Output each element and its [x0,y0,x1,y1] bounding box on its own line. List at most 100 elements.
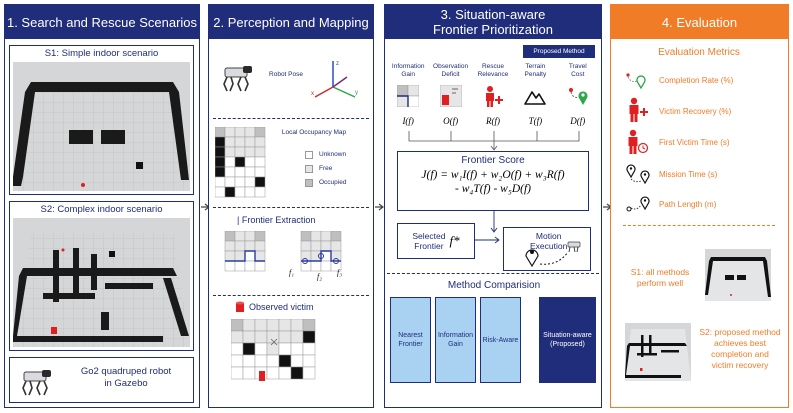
s2-result-thumbnail [625,323,691,381]
completion-route-icon [626,73,646,89]
panel-scenarios: 1. Search and Rescue Scenarios S1: Simpl… [4,4,200,408]
method-label-line2: Frontier [398,341,423,348]
observation-icon [439,84,462,108]
axis-x-label: x [311,91,314,97]
legend-label: Occupied [319,179,347,186]
factor-name-line1: Rescue [481,63,504,70]
victim-plus-icon [485,86,503,107]
factor-name-line1: Observation [433,63,469,70]
method-label-line1: Risk-Aware [482,336,519,344]
metric-path-length: Path Length (m) [659,200,717,209]
score-down-arrow [490,211,498,233]
info-grid-icon [396,84,420,108]
factor-name-line2: Relevance [477,71,509,78]
s2-result-line4: victim recovery [711,360,769,370]
factor-name-line2: Cost [571,71,585,78]
panel-evaluation: 4. Evaluation Evaluation Metrics Complet… [610,4,789,408]
axis-y-label: y [355,90,358,96]
legend-label: Unknown [319,151,347,158]
factor-name-line2: Gain [401,71,416,78]
panel-prioritization-title: 3. Situation-aware Frontier Prioritizati… [385,5,601,39]
factor-symbol: D(f) [570,116,586,126]
legend-swatch [305,179,313,187]
quadruped-robot-icon [22,370,51,396]
factor-observation-deficit: Observation Deficit O(f) [431,63,471,126]
selected-frontier-line2: Frontier [414,241,444,251]
observed-victim-header: Observed victim [235,301,314,313]
path-length-icon [626,196,650,212]
legend-swatch [305,165,313,173]
factor-name-line1: Terrain [525,63,546,70]
s2-result-line2: achieves best [714,338,766,348]
legend-label: Free [319,165,333,172]
s2-gazebo-view [13,218,190,347]
s1-gazebo-view [13,62,190,191]
panel-evaluation-title: 4. Evaluation [611,5,788,39]
factor-information-gain: Information Gain I(f) [388,63,428,126]
divider [213,295,369,296]
s1-result-thumbnail [705,249,771,301]
robot-label-line2: in Gazebo [104,378,148,389]
frontier-score-box: Frontier Score J(f) = w₁I(f) + w₂O(f) + … [397,151,589,211]
s1-result-text: S1: all methods perform well [617,267,703,289]
robot-pose-label: Robot Pose [269,71,303,78]
motion-execution-line1: Motion [535,231,562,241]
s1-result-line2: perform well [636,278,684,288]
axis-z-label: z [336,61,339,67]
legend-swatch [305,151,313,159]
metric-completion-rate: Completion Rate (%) [659,76,734,85]
metric-mission-time: Mission Time (s) [659,170,718,179]
observed-victim-grid [231,319,316,381]
s2-scenario-box: S2: Complex indoor scenario [9,201,194,351]
selected-frontier-box: Selected Frontier f* [397,223,475,259]
method-label-line1: Information [437,332,474,339]
frontier-f2-label: f₂ [317,272,322,281]
factor-name-line1: Information [391,63,425,70]
method-label-line1: Nearest [398,332,423,339]
panel-prioritization-title-line1: 3. Situation-aware [440,7,546,22]
factor-symbol: R(f) [485,116,500,126]
robot-pose-robot-icon [223,66,252,92]
metric-first-victim-time: First Victim Time (s) [659,138,730,147]
victim-cylinder-icon [236,301,244,312]
s2-result-line1: S2: proposed method [699,327,781,337]
metric-victim-recovery: Victim Recovery (%) [659,107,732,116]
mountain-icon [524,91,547,105]
observed-victim-title: Observed victim [249,302,314,312]
pose-axes-icon: z y x [311,61,358,98]
s1-scenario-box: S1: Simple indoor scenario [9,45,194,195]
divider [213,118,369,119]
method-label-line2: Gain [448,341,463,348]
s2-label: S2: Complex indoor scenario [40,204,163,215]
motion-execution-line2: Execution [530,241,568,251]
selected-frontier-line1: Selected [412,231,446,241]
divider [387,273,599,274]
motion-path-icon [525,241,581,268]
frontier-score-title: Frontier Score [461,155,525,166]
frontier-extraction-diagram: f₁ f₂ f₃ [224,231,342,281]
factor-connectors [408,131,580,151]
frontier-extraction-title: | Frontier Extraction [237,215,316,225]
factor-symbol: T(f) [528,116,543,126]
selected-to-motion-arrow [475,236,500,244]
panel-prioritization-title-line2: Frontier Prioritization [433,22,553,37]
s2-result-line3: completion and [711,349,769,359]
divider [213,207,369,208]
robot-label-line1: Go2 quadruped robot [80,366,172,377]
proposed-method-badge: Proposed Method [523,45,595,58]
factor-terrain-penalty: Terrain Penalty T(f) [515,63,555,126]
factor-row: Information Gain I(f) Observation Defici… [387,63,599,126]
factor-travel-cost: Travel Cost D(f) [558,63,598,126]
victim-recovery-icon [629,97,648,122]
route-pin-icon [568,88,588,105]
victim-clock-icon [628,129,649,154]
method-comparison-title: Method Comparision [447,280,541,291]
factor-symbol: I(f) [402,116,414,126]
frontier-score-formula-line1: J(f) = w₁I(f) + w₂O(f) + w₃R(f) [421,169,565,181]
selected-frontier-symbol: f* [449,233,460,248]
factor-name-line1: Travel [568,63,587,70]
factor-name-line2: Penalty [524,71,547,78]
frontier-f1-label: f₁ [289,268,294,277]
